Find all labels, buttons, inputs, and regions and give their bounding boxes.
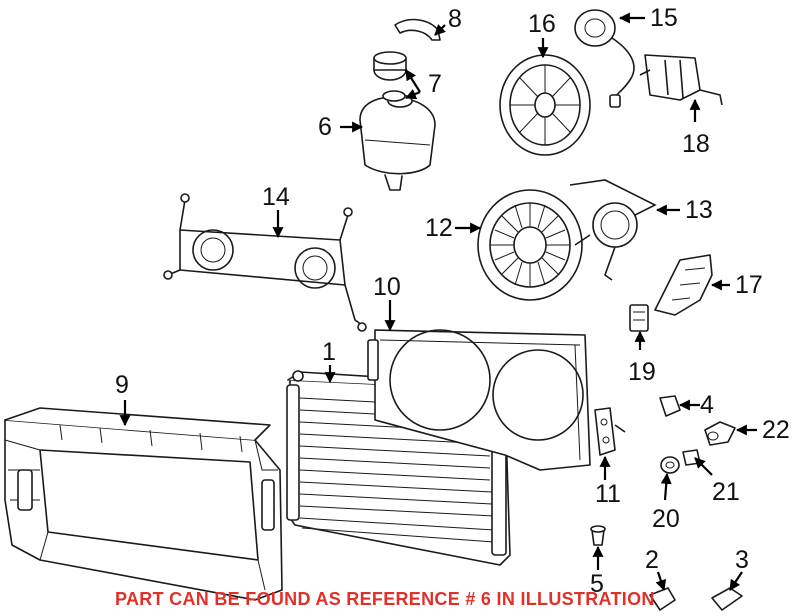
plug-part-5: [590, 525, 606, 546]
sender-part-22: [704, 421, 736, 446]
callout-22: 22: [762, 416, 790, 444]
callout-16: 16: [528, 10, 556, 38]
expansion-tank-part: [359, 94, 436, 191]
fan-shroud-part: [367, 329, 591, 471]
callout-labels: 1 2 3 4 5 6 7 8 9 10 11 12 13 14 15 16 1…: [115, 4, 790, 598]
callout-4: 4: [700, 391, 714, 419]
callout-6: 6: [318, 113, 332, 141]
connector-part: [629, 304, 649, 332]
callout-7: 7: [428, 70, 442, 98]
auxiliary-fan-part: [477, 189, 583, 301]
callout-9: 9: [115, 371, 129, 399]
callout-11: 11: [595, 480, 621, 508]
fan-motor-part: [574, 9, 635, 108]
callout-21: 21: [712, 478, 740, 506]
callout-18: 18: [682, 130, 710, 158]
callout-8: 8: [448, 5, 462, 33]
leader-lines: [119, 12, 757, 592]
fan-ring-part: [569, 179, 657, 281]
bracket-part-11: [594, 407, 626, 456]
sensor-part-21: [682, 449, 701, 466]
callout-15: 15: [650, 4, 678, 32]
callout-19: 19: [628, 358, 656, 386]
sensor-bracket-part: [654, 254, 713, 316]
callout-3: 3: [735, 546, 749, 574]
callout-12: 12: [425, 214, 453, 242]
reference-caption: PART CAN BE FOUND AS REFERENCE # 6 IN IL…: [115, 589, 655, 609]
clip-part-4: [659, 395, 681, 417]
expansion-cap-part: [373, 51, 407, 102]
callout-14: 14: [262, 183, 290, 211]
callout-13: 13: [685, 196, 713, 224]
callout-5: 5: [590, 570, 604, 598]
hose-clip-part: [394, 18, 441, 41]
clamp-part-3: [711, 587, 743, 611]
fan-motor-bracket-part: [639, 54, 723, 106]
callout-10: 10: [373, 273, 401, 301]
switch-part-20: [660, 456, 680, 474]
callout-17: 17: [735, 271, 763, 299]
front-carrier-part: [4, 407, 283, 601]
fan-bracket-part: [163, 193, 367, 332]
cooling-fan-part: [499, 54, 591, 156]
callout-2: 2: [645, 546, 659, 574]
callout-1: 1: [322, 338, 336, 366]
callout-20: 20: [652, 505, 680, 533]
